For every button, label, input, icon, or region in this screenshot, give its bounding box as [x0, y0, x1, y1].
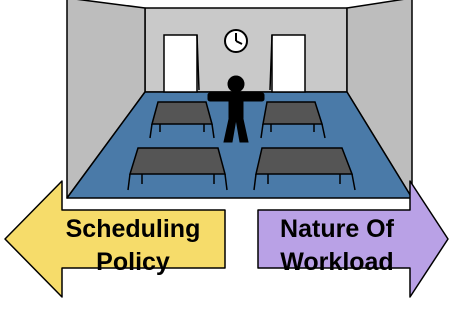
door-right: [271, 34, 306, 93]
right-arrow-label-line1: Nature Of: [280, 215, 395, 243]
right-arrow: Nature Of Workload: [257, 180, 449, 298]
bed: [260, 101, 326, 139]
bed: [253, 147, 356, 191]
right-arrow-shape: [257, 180, 449, 298]
door-left: [163, 34, 198, 93]
person-icon: [207, 75, 265, 143]
clock-icon: [224, 29, 248, 53]
right-arrow-label-line2: Workload: [280, 248, 393, 276]
bed: [149, 101, 215, 139]
left-arrow-label-line1: Scheduling: [66, 215, 201, 243]
doors: [163, 34, 306, 93]
left-arrow-label-line2: Policy: [96, 248, 170, 276]
left-arrow: Scheduling Policy: [4, 180, 226, 298]
left-arrow-shape: [4, 180, 226, 298]
beds: [127, 101, 356, 191]
bed: [127, 147, 228, 191]
